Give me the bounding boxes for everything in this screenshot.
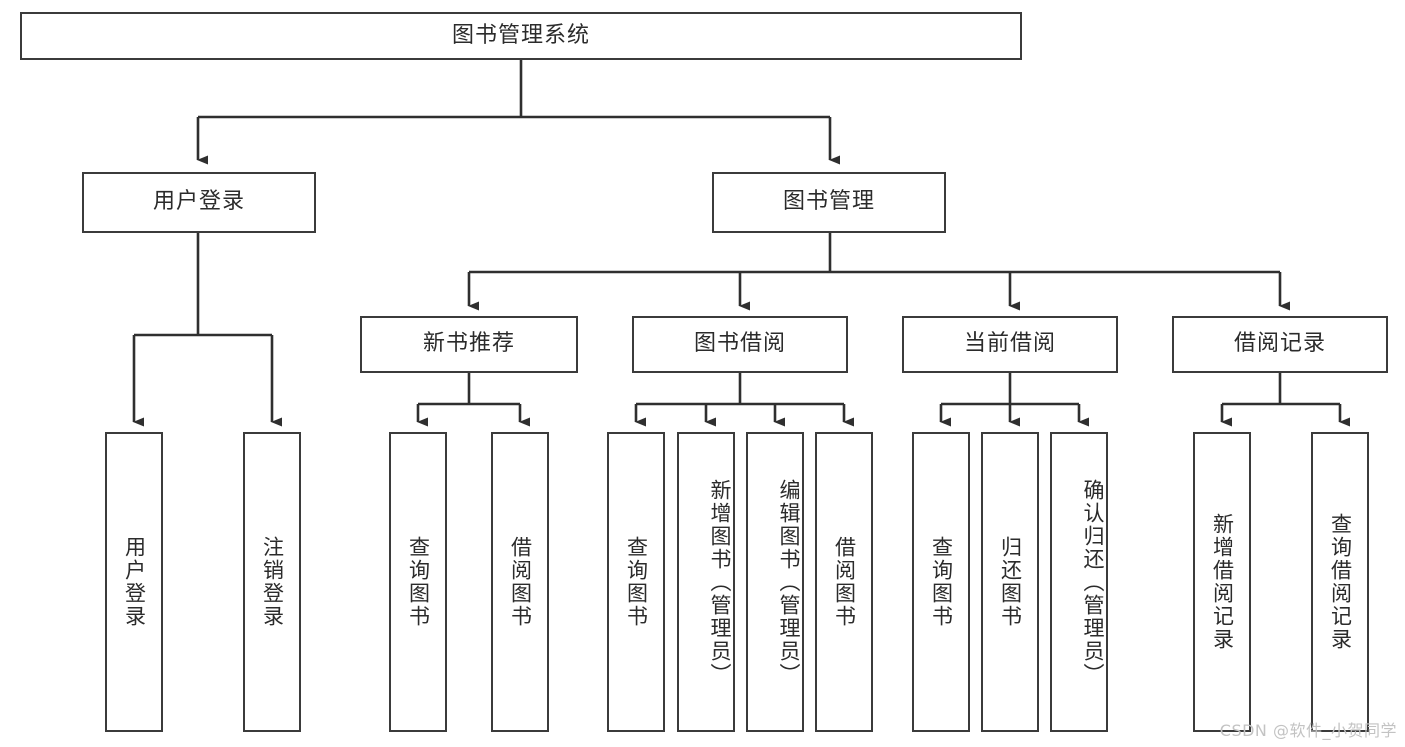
node-leaf-confirm-return-admin-label: 确认归还（管理员） (1081, 478, 1105, 686)
node-leaf-edit-book-admin-label: 编辑图书（管理员） (777, 478, 801, 686)
node-leaf-query-book-recommend-label: 查询图书 (406, 536, 431, 628)
node-leaf-query-book-borrow[interactable]: 查询图书 (607, 432, 665, 732)
node-leaf-add-book-admin[interactable]: 新增图书（管理员） (677, 432, 735, 732)
node-user-login[interactable]: 用户登录 (82, 172, 316, 233)
node-leaf-query-book-borrow-label: 查询图书 (624, 536, 649, 628)
node-borrow-record[interactable]: 借阅记录 (1172, 316, 1388, 373)
node-borrow-record-label: 借阅记录 (1233, 331, 1326, 357)
node-leaf-query-book-recommend[interactable]: 查询图书 (389, 432, 447, 732)
node-leaf-query-book-current[interactable]: 查询图书 (912, 432, 970, 732)
node-leaf-user-login-label: 用户登录 (122, 536, 147, 628)
node-leaf-edit-book-admin[interactable]: 编辑图书（管理员） (746, 432, 804, 732)
node-current-borrow[interactable]: 当前借阅 (902, 316, 1118, 373)
node-book-management[interactable]: 图书管理 (712, 172, 946, 233)
node-leaf-add-borrow-record[interactable]: 新增借阅记录 (1193, 432, 1251, 732)
node-leaf-add-book-admin-label: 新增图书（管理员） (708, 478, 732, 686)
node-leaf-borrow-book[interactable]: 借阅图书 (815, 432, 873, 732)
node-new-book-recommend-label: 新书推荐 (422, 331, 515, 357)
node-leaf-query-borrow-record[interactable]: 查询借阅记录 (1311, 432, 1369, 732)
node-book-management-label: 图书管理 (782, 189, 875, 215)
node-leaf-borrow-book-label: 借阅图书 (832, 536, 857, 628)
node-book-borrow-label: 图书借阅 (693, 331, 786, 357)
node-leaf-add-borrow-record-label: 新增借阅记录 (1210, 513, 1235, 651)
node-leaf-logout[interactable]: 注销登录 (243, 432, 301, 732)
node-leaf-return-book-label: 归还图书 (998, 536, 1023, 628)
node-leaf-borrow-book-recommend[interactable]: 借阅图书 (491, 432, 549, 732)
node-new-book-recommend[interactable]: 新书推荐 (360, 316, 578, 373)
node-root-system-label: 图书管理系统 (451, 22, 590, 48)
node-leaf-confirm-return-admin[interactable]: 确认归还（管理员） (1050, 432, 1108, 732)
node-leaf-borrow-book-recommend-label: 借阅图书 (508, 536, 533, 628)
node-leaf-query-book-current-label: 查询图书 (929, 536, 954, 628)
node-leaf-user-login[interactable]: 用户登录 (105, 432, 163, 732)
csdn-watermark: CSDN @软件_小贺同学 (1219, 721, 1397, 740)
node-leaf-logout-label: 注销登录 (260, 536, 285, 628)
node-book-borrow[interactable]: 图书借阅 (632, 316, 848, 373)
node-root-system[interactable]: 图书管理系统 (20, 12, 1022, 60)
node-leaf-query-borrow-record-label: 查询借阅记录 (1328, 513, 1353, 651)
node-current-borrow-label: 当前借阅 (963, 331, 1056, 357)
node-leaf-return-book[interactable]: 归还图书 (981, 432, 1039, 732)
node-user-login-label: 用户登录 (152, 189, 245, 215)
